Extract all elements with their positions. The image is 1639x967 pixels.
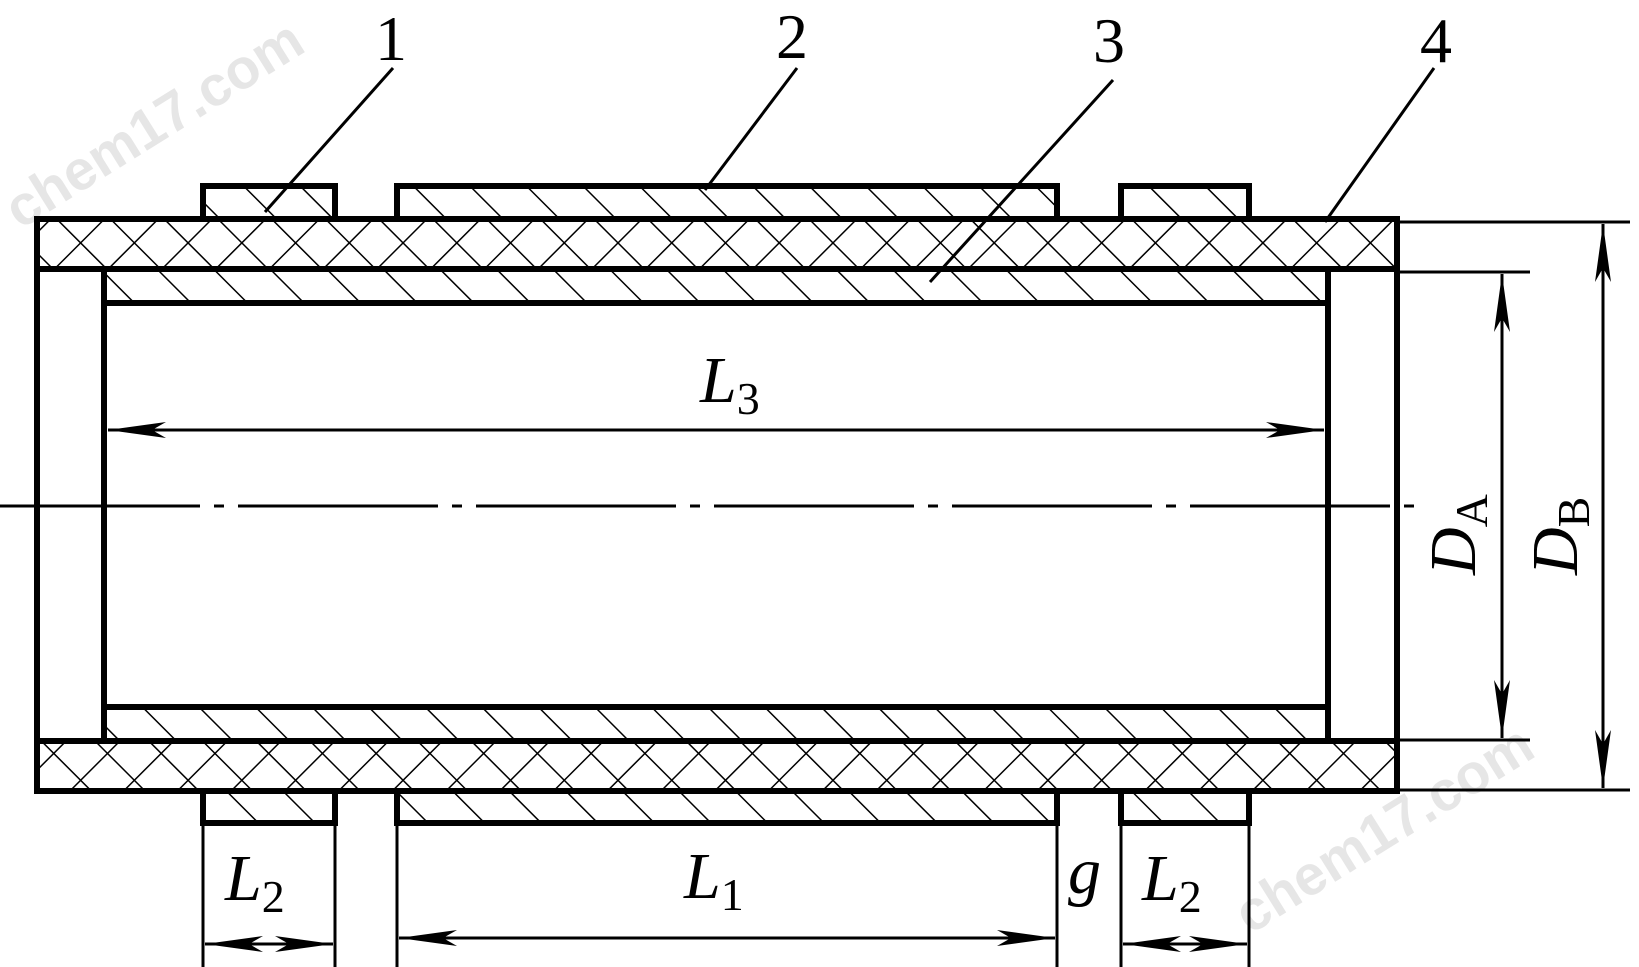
measuring-electrode-bottom: [394, 788, 1060, 826]
da-label: DA: [1417, 494, 1497, 576]
part-label-1: 1: [375, 3, 407, 74]
guard-electrode-left-top: [200, 183, 338, 222]
outer-tube-bottom-wall: [34, 738, 1400, 794]
inner-electrode-top: [101, 266, 1331, 306]
outer-tube-top-wall: [34, 216, 1400, 272]
db-label: DB: [1519, 497, 1599, 576]
part-label-3: 3: [1093, 5, 1125, 76]
leader-line-2: [703, 67, 799, 191]
l2-right-label: L2: [1141, 842, 1202, 922]
leader-line-4: [1323, 67, 1436, 223]
measuring-electrode-top: [394, 183, 1060, 222]
leader-line-3: [928, 78, 1115, 284]
l3-label: L3: [699, 344, 760, 424]
l2-left-label: L2: [224, 842, 285, 922]
guard-electrode-right-bottom: [1118, 788, 1252, 826]
part-label-4: 4: [1420, 5, 1452, 76]
part-label-2: 2: [776, 1, 808, 72]
leader-line-1: [263, 67, 395, 213]
g-label: g: [1068, 835, 1101, 908]
guard-electrode-left-bottom: [200, 788, 338, 826]
l1-label: L1: [683, 840, 744, 920]
guard-electrode-right-top: [1118, 183, 1252, 222]
inner-electrode-bottom: [101, 704, 1331, 744]
